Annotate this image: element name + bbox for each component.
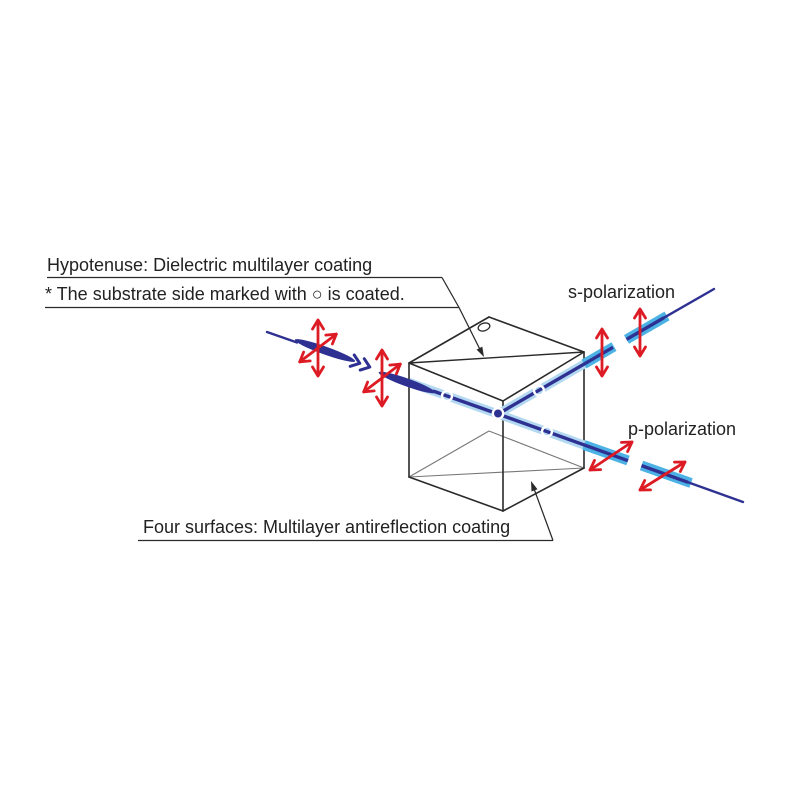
direction-chevron-icon [348,353,372,372]
beam-waist-circle [440,389,454,403]
substrate-note-label: * The substrate side marked with ○ is co… [45,284,405,304]
polarization-arrows-input-2 [362,348,402,408]
coated-side-marker-icon [477,322,491,332]
p-polarization-label: p-polarization [628,419,736,439]
beam-segment [378,371,436,394]
beam-crossing-dot [491,407,505,420]
beam-inside-cube [407,359,588,450]
beam-waist-circle [532,384,546,397]
beam-segment [294,339,356,362]
beam-waist-circle [540,425,554,438]
hypotenuse-callout-lines [45,276,484,357]
s-polarization-beam [497,287,716,416]
direction-chevron-icon [626,453,641,470]
leader-arrowhead [531,481,538,492]
hypotenuse-coating-label: Hypotenuse: Dielectric multilayer coatin… [47,255,372,275]
ar-coating-callout-lines [138,481,554,542]
leader-arrowhead [476,346,484,357]
cube-hidden-edges [408,430,585,478]
beam-waist-rings [440,384,554,438]
direction-chevron-icon [611,337,626,353]
hypotenuse-top-edge [408,351,585,364]
s-polarization-label: s-polarization [568,282,675,302]
input-beam [265,330,499,416]
beam-splitter-cube [408,316,585,512]
cube-visible-edges [408,316,585,512]
polarization-arrows-input-1 [298,318,338,378]
p-polarization-arrows [588,440,687,492]
ar-coating-label: Four surfaces: Multilayer antireflection… [143,517,510,537]
s-polarization-arrows [595,307,647,378]
